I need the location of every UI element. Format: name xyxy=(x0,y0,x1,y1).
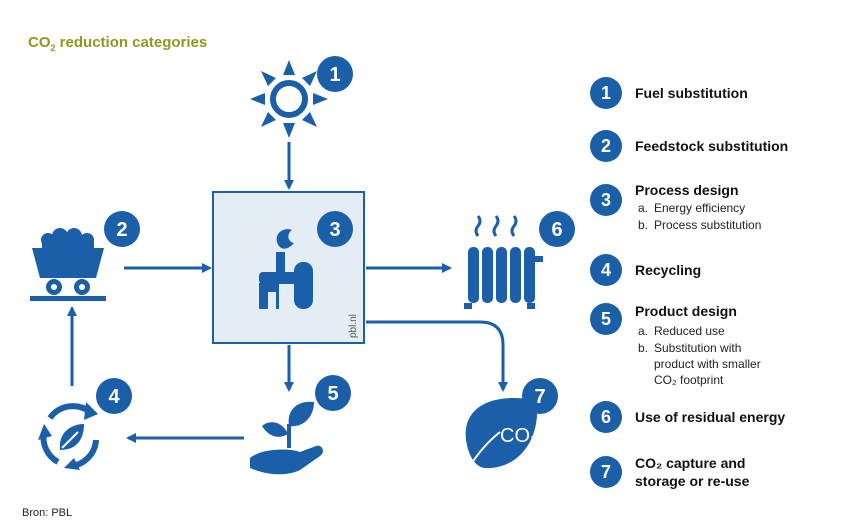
co2-label: CO₂ xyxy=(500,425,538,447)
svg-text:2: 2 xyxy=(116,219,127,241)
svg-text:7: 7 xyxy=(534,386,545,408)
page-title: CO2 reduction categories xyxy=(28,34,208,53)
node-number-2: 2 xyxy=(104,211,140,247)
svg-text:3: 3 xyxy=(329,219,340,241)
source-note: Bron: PBL xyxy=(22,507,73,519)
svg-text:5: 5 xyxy=(327,383,338,405)
node-number-7: 7 xyxy=(522,378,558,414)
recycle-icon xyxy=(38,402,99,470)
node-number-5: 5 xyxy=(315,375,351,411)
node-number-3: 3 xyxy=(317,211,353,247)
plant-hand-icon xyxy=(250,401,323,475)
svg-text:6: 6 xyxy=(551,219,562,241)
coal-cart-icon xyxy=(30,228,106,301)
node-number-4: 4 xyxy=(96,378,132,414)
watermark: pbl.nl xyxy=(348,314,359,338)
flow-arrows xyxy=(67,142,508,443)
svg-text:4: 4 xyxy=(108,386,120,408)
node-number-6: 6 xyxy=(539,211,575,247)
sun-icon xyxy=(250,60,328,138)
node-number-1: 1 xyxy=(317,56,353,92)
radiator-icon xyxy=(464,215,543,309)
co2-leaf-icon: CO₂ xyxy=(465,397,538,469)
arrow-process-to-co2 xyxy=(366,320,508,392)
svg-text:1: 1 xyxy=(329,64,340,86)
factory-icon xyxy=(259,229,313,309)
